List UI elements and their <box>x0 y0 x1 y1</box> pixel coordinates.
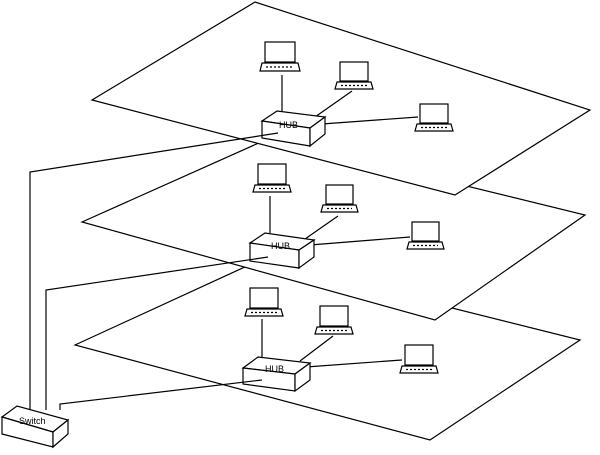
computer-icon <box>414 103 454 132</box>
hub-floor-2: HUB <box>248 232 316 270</box>
cable <box>304 215 339 240</box>
hub-label: HUB <box>271 241 290 251</box>
computer-icon <box>314 305 354 335</box>
computer-icon <box>334 61 374 90</box>
switch-label: Switch <box>19 416 46 426</box>
floor-2: HUB <box>248 163 445 270</box>
computer-icon <box>244 287 284 317</box>
cable <box>309 236 411 246</box>
network-switch: Switch <box>0 405 70 449</box>
floor-plane-2 <box>80 137 587 321</box>
hub-floor-3: HUB <box>241 356 312 393</box>
cable <box>314 90 353 118</box>
computer-icon <box>259 41 301 72</box>
computer-icon <box>406 221 445 250</box>
hub-label: HUB <box>279 120 298 130</box>
floor-1: HUB <box>259 41 454 148</box>
cable <box>321 116 419 125</box>
computer-icon <box>252 163 292 193</box>
hub-label: HUB <box>265 364 284 374</box>
floor-plane-3 <box>73 259 582 441</box>
uplink-cable-floor-1 <box>29 132 279 410</box>
cable <box>305 359 403 368</box>
cable <box>299 335 334 362</box>
computer-icon <box>399 344 439 374</box>
uplink-cable-floor-3 <box>59 379 263 410</box>
uplink-cable-floor-2 <box>45 256 269 410</box>
computer-icon <box>320 184 359 213</box>
floor-3: HUB <box>241 287 439 393</box>
hub-floor-1: HUB <box>260 110 327 148</box>
